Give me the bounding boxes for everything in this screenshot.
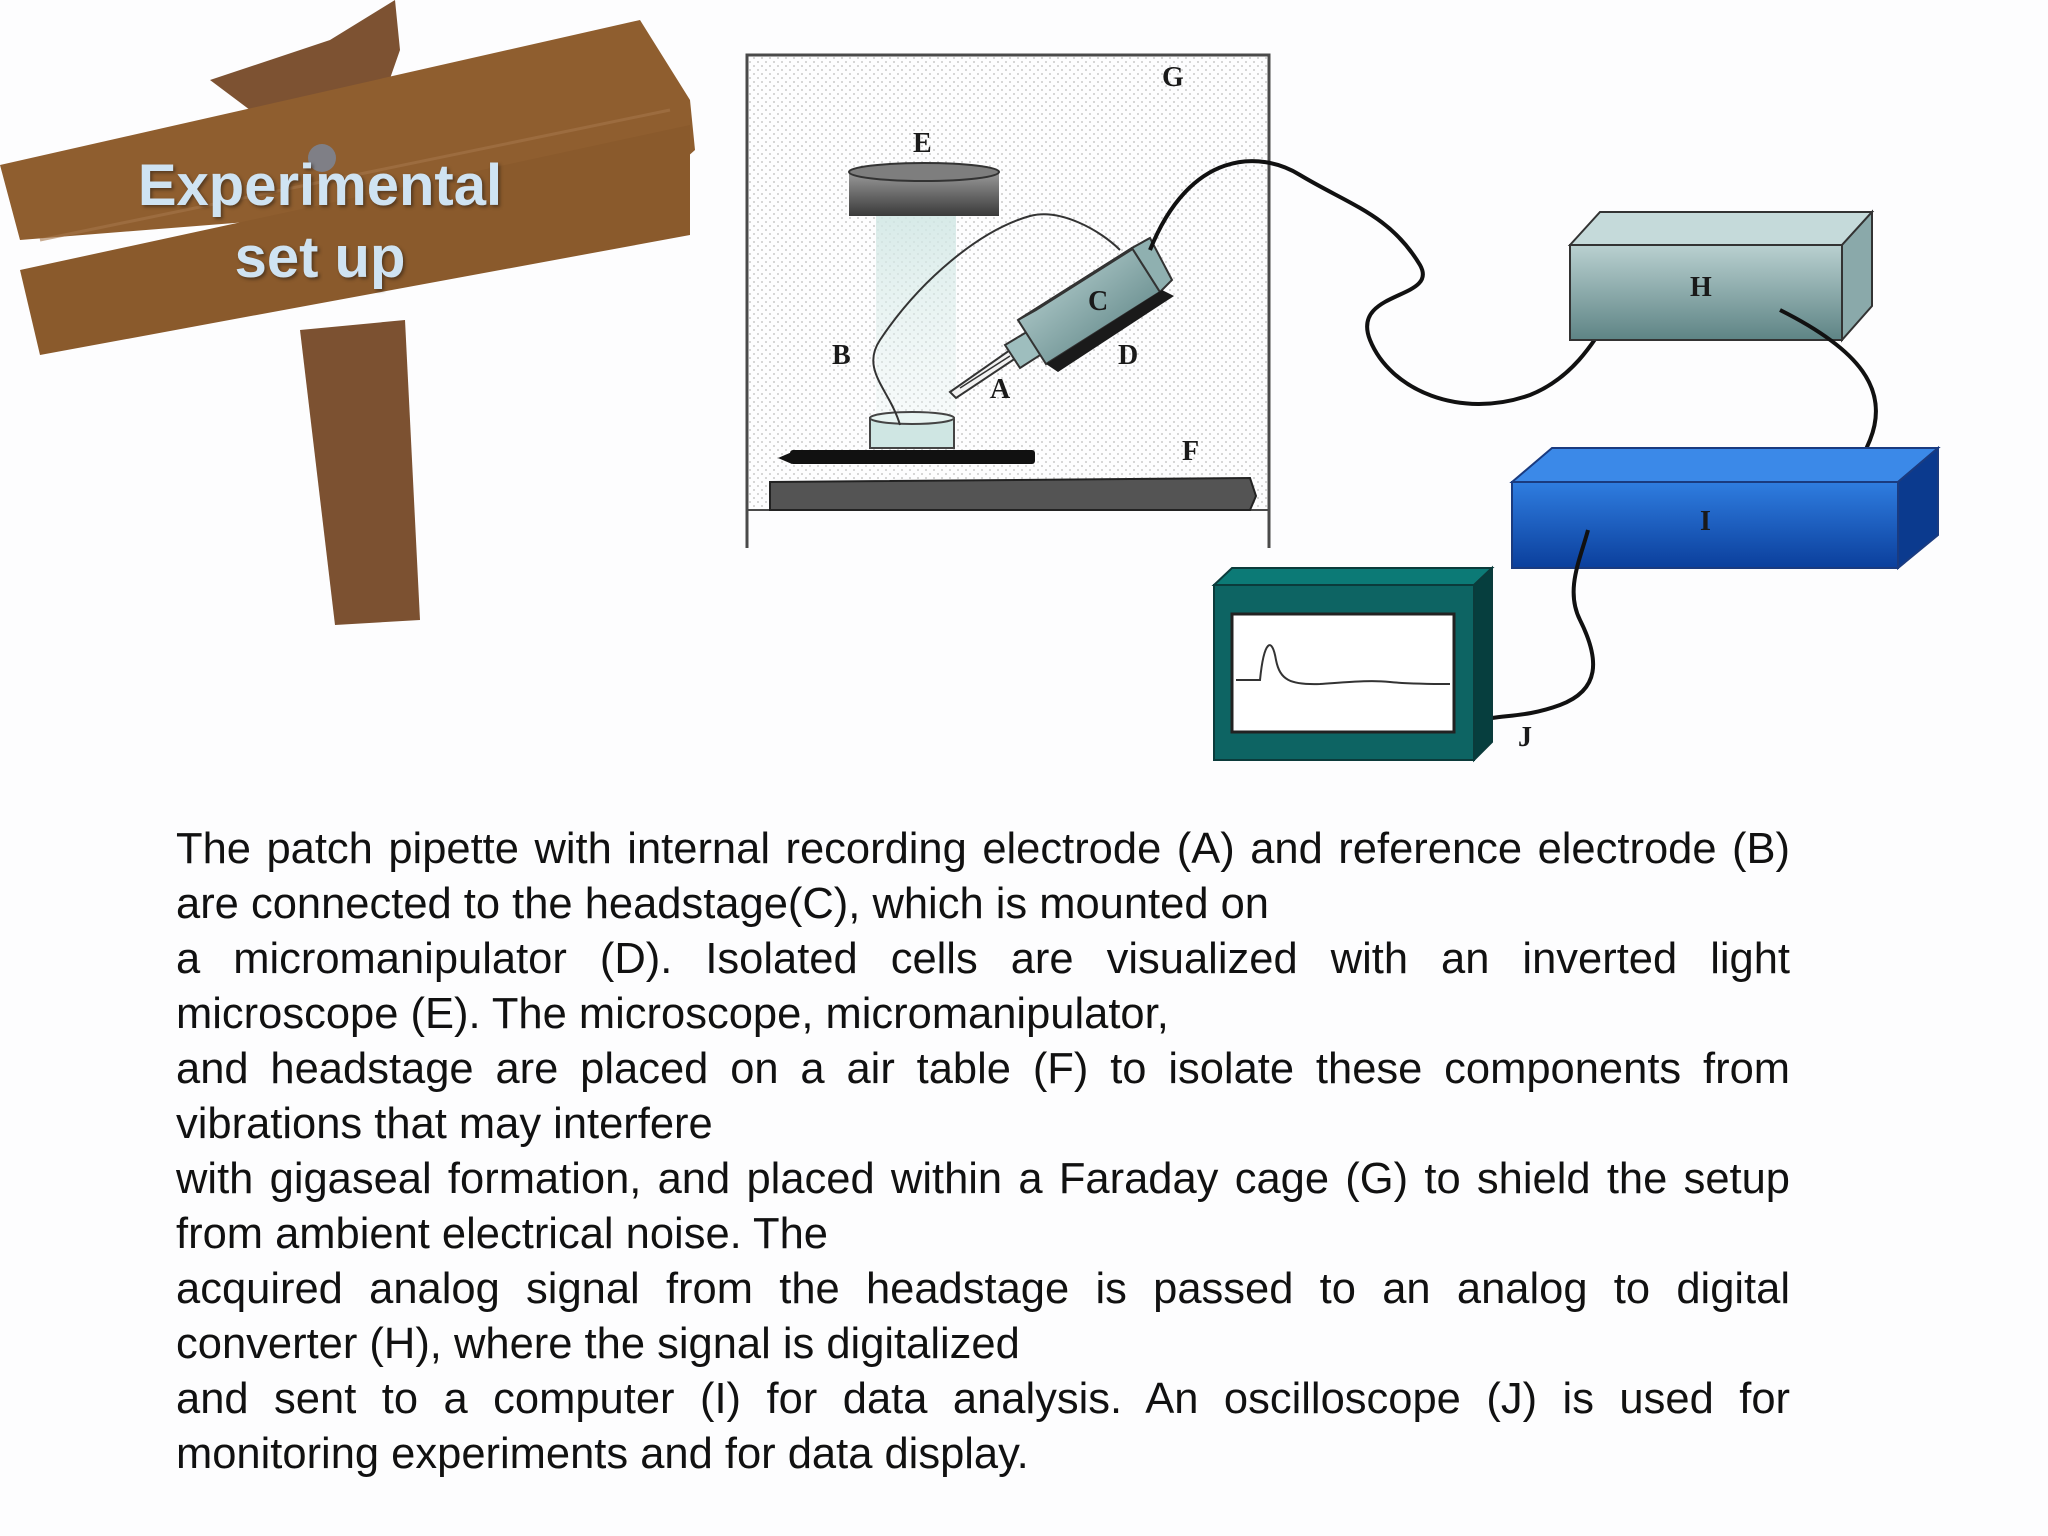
micromanipulator xyxy=(1046,290,1174,372)
label-h: H xyxy=(1690,272,1712,303)
oscilloscope-trace xyxy=(1236,644,1451,686)
caption-part-2: a micromanipulator (D). Isolated cells a… xyxy=(176,935,1790,1038)
label-i: I xyxy=(1700,506,1711,537)
label-b: B xyxy=(832,340,851,371)
caption-part-1: The patch pipette with internal recordin… xyxy=(176,825,1790,928)
label-c: C xyxy=(1088,286,1109,317)
oscilloscope xyxy=(1211,565,1495,763)
nail-icon xyxy=(308,144,336,172)
label-g: G xyxy=(1162,62,1184,93)
cable-computer-to-oscilloscope xyxy=(1491,529,1595,720)
caption-part-5: acquired analog signal from the headstag… xyxy=(176,1265,1790,1368)
label-a: A xyxy=(990,374,1011,405)
label-d: D xyxy=(1118,340,1139,371)
reference-electrode-wire xyxy=(872,213,1121,426)
label-j: J xyxy=(1518,722,1532,753)
recording-dish xyxy=(869,411,955,449)
wooden-signpost xyxy=(0,0,695,625)
ad-converter xyxy=(1567,209,1875,343)
description-paragraph: The patch pipette with internal recordin… xyxy=(176,822,1790,1482)
caption-part-4: with gigaseal formation, and placed with… xyxy=(176,1155,1790,1258)
title-line-1: Experimental xyxy=(137,153,503,218)
inverted-microscope xyxy=(848,162,1000,415)
computer xyxy=(1509,445,1941,571)
label-e: E xyxy=(913,128,932,159)
caption-part-3: and headstage are placed on a air table … xyxy=(176,1045,1790,1148)
air-table xyxy=(769,450,1258,511)
faraday-cage xyxy=(745,53,1271,548)
slide-title: Experimental set up xyxy=(90,150,550,294)
label-f: F xyxy=(1182,436,1200,467)
headstage xyxy=(1003,236,1174,370)
cable-headstage-to-converter xyxy=(1148,159,1622,406)
caption-part-6: and sent to a computer (I) for data anal… xyxy=(176,1375,1790,1478)
title-line-2: set up xyxy=(234,225,406,290)
